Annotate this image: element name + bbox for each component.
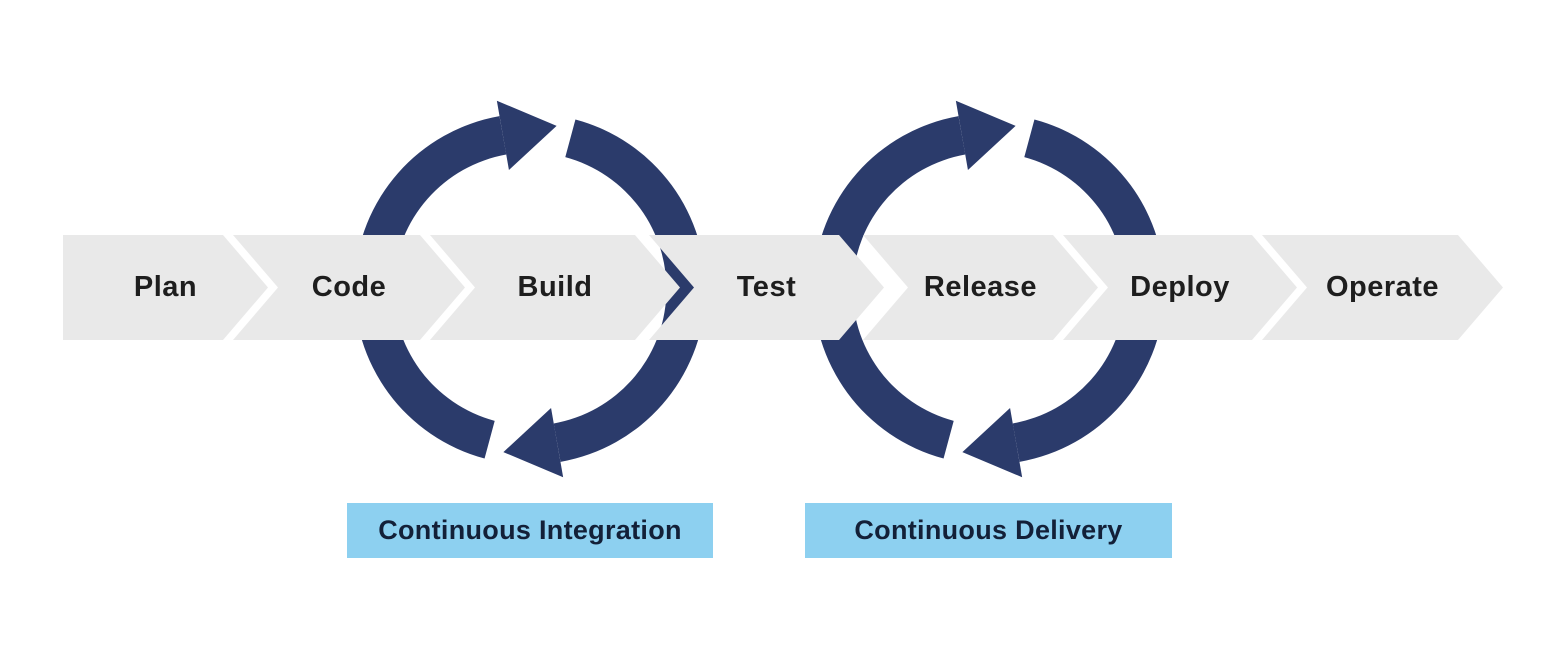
stage-chevron-deploy: Deploy (1063, 235, 1297, 340)
stage-chevron-test: Test (649, 235, 884, 340)
stage-label: Deploy (1130, 271, 1230, 303)
continuous-delivery-label: Continuous Delivery (805, 503, 1172, 558)
continuous-delivery-cycle-icon (813, 100, 1165, 478)
stage-label: Plan (133, 271, 198, 303)
stage-label: Test (736, 271, 797, 303)
cycle-arrow-up-icon (354, 100, 557, 459)
continuous-integration-cycle-icon (354, 100, 706, 478)
cycle-arrow-down-icon (962, 119, 1165, 478)
continuous-integration-label: Continuous Integration (347, 503, 713, 558)
pipeline-band: Plan Code Build Test Release Deploy Oper… (0, 235, 1563, 340)
stage-chevron-build: Build (430, 235, 680, 340)
stage-label: Code (311, 271, 387, 303)
continuous-integration-label-text: Continuous Integration (378, 515, 682, 545)
stage-chevron-plan: Plan (63, 235, 268, 340)
stage-label: Build (517, 271, 593, 303)
stage-chevron-code: Code (233, 235, 465, 340)
stage-chevron-release: Release (863, 235, 1098, 340)
stage-chevron-operate: Operate (1262, 235, 1503, 340)
stage-label: Release (923, 271, 1038, 303)
continuous-delivery-label-text: Continuous Delivery (854, 515, 1123, 545)
cycle-arrow-down-icon (503, 119, 706, 478)
cycle-arrow-up-icon (813, 100, 1016, 459)
stage-label: Operate (1325, 271, 1440, 303)
